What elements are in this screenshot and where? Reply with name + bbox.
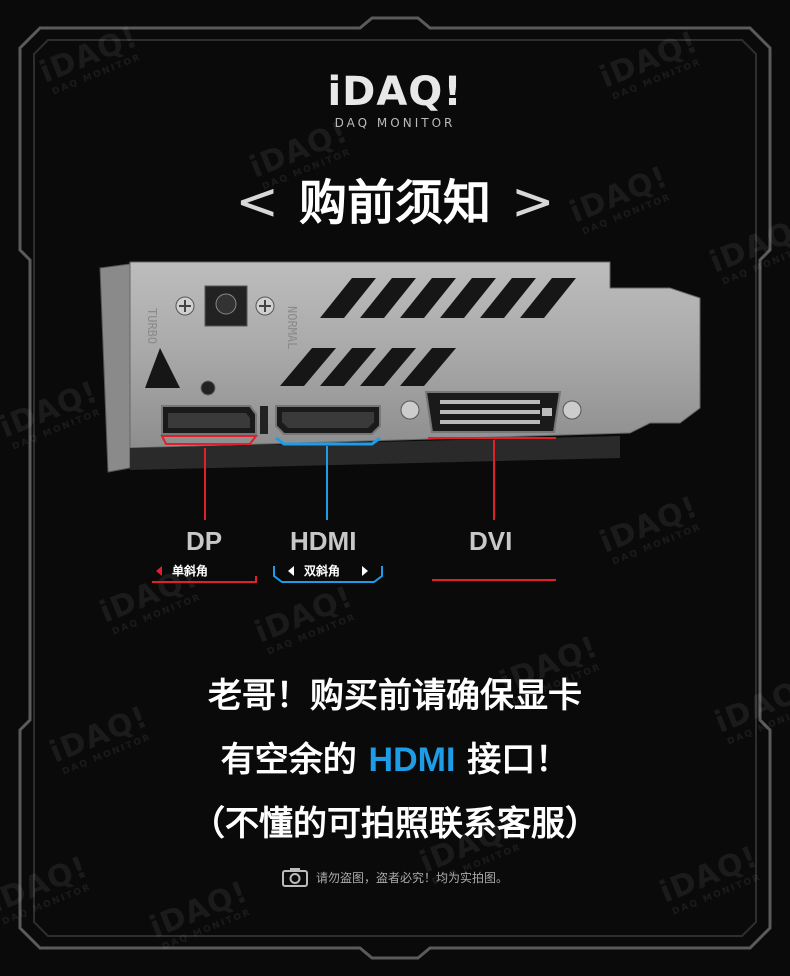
dvi-screw-right — [562, 400, 582, 420]
camera-icon — [281, 867, 308, 890]
led-hole — [200, 380, 216, 396]
bracket-shadow — [130, 436, 620, 470]
brand-mark: iDAQ! — [327, 69, 463, 115]
dp-tag: 单斜角 — [172, 564, 209, 578]
vent-triangle — [145, 348, 180, 388]
engraving-turbo: TURBO — [145, 308, 159, 344]
dp-highlight — [160, 435, 258, 445]
dp-port-inner — [168, 413, 250, 428]
hdmi-tag-arrow-right — [362, 566, 368, 576]
chevron-left-icon: < — [235, 172, 279, 232]
brand-name: DAQ MONITOR — [334, 116, 456, 130]
message-line-3: （不懂的可拍照联系客服） — [191, 804, 599, 844]
footer-text: 请勿盗图，盗者必究！均为实拍图。 — [315, 871, 508, 885]
hdmi-highlight — [275, 436, 381, 446]
dp-label: DP — [186, 526, 223, 556]
footer-notice: 请勿盗图，盗者必究！均为实拍图。 — [0, 867, 790, 890]
message-line-2-pre: 有空余的 — [220, 740, 357, 780]
bracket-slot — [260, 406, 268, 434]
engraving-normal: NORMAL — [285, 306, 299, 349]
dp-tag-frame — [152, 576, 257, 583]
hdmi-tag-arrow-left — [288, 566, 294, 576]
page-title-text: 购前须知 — [298, 175, 491, 231]
message-line-2-post: 接口！ — [467, 740, 570, 780]
hdmi-tag-frame — [273, 566, 383, 583]
hdmi-label: HDMI — [290, 526, 357, 556]
screw-slot — [259, 300, 271, 312]
chevron-right-icon: > — [511, 172, 555, 232]
message-line-1: 老哥！购买前请确保显卡 — [208, 676, 582, 716]
dvi-pins — [440, 400, 552, 424]
dp-tag-arrow-left — [156, 566, 162, 576]
vent-row-top — [320, 278, 576, 318]
vent-row-middle — [280, 348, 456, 386]
page-title: < 购前须知 > — [0, 163, 790, 233]
dvi-screw-left — [400, 400, 420, 420]
hdmi-tag: 双斜角 — [304, 564, 341, 578]
graphics-card-bracket: TURBO NORMAL — [99, 261, 701, 473]
message-hdmi-highlight: HDMI — [368, 741, 456, 779]
brand-logo: iDAQ! DAQ MONITOR — [0, 70, 790, 130]
message-line-2: 有空余的 HDMI 接口！ — [0, 732, 790, 781]
screw-slot — [179, 300, 191, 312]
hdmi-port-inner — [282, 412, 374, 428]
dvi-label: DVI — [469, 526, 513, 556]
switch-knob — [215, 293, 237, 315]
